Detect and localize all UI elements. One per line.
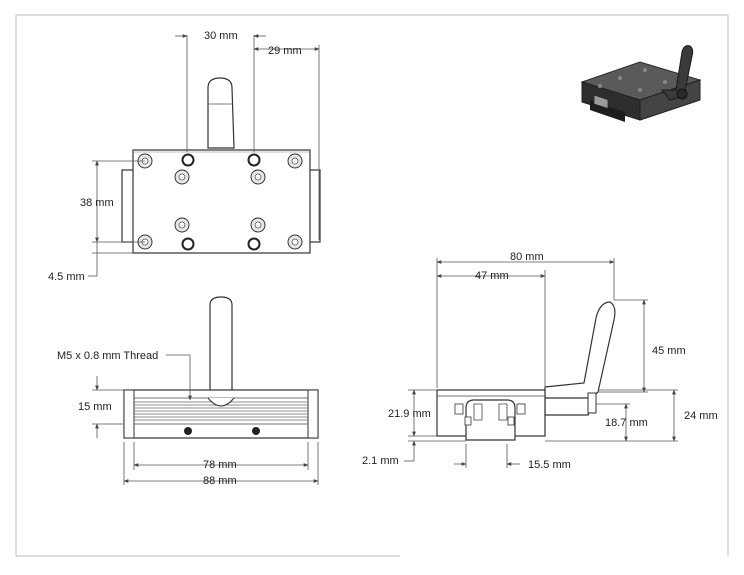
side-view: 80 mm 47 mm 45 mm 21.9 mm 2.1 mm 24 mm 1… xyxy=(362,251,718,471)
dim-88: 88 mm xyxy=(203,475,237,487)
dim-15: 15 mm xyxy=(78,401,112,413)
set-screw-right xyxy=(252,427,260,435)
left-tab xyxy=(121,169,135,243)
dim-15-5: 15.5 mm xyxy=(528,459,571,471)
dim-45: 45 mm xyxy=(652,345,686,357)
dim-4-5: 4.5 mm xyxy=(48,271,85,283)
front-lever xyxy=(209,296,233,393)
top-plate xyxy=(132,149,311,254)
dim-30: 30 mm xyxy=(204,30,238,42)
side-lever xyxy=(544,301,616,403)
dim-18-7: 18.7 mm xyxy=(605,417,648,429)
dim-47: 47 mm xyxy=(475,270,509,282)
dim-38: 38 mm xyxy=(80,197,114,209)
drawing-frame xyxy=(15,14,729,557)
isometric-preview xyxy=(580,45,702,122)
dim-2-1: 2.1 mm xyxy=(362,455,399,467)
top-view: 30 mm 29 mm 38 mm 4.5 mm xyxy=(48,30,321,283)
dim-24: 24 mm xyxy=(684,410,718,422)
thread-label: M5 x 0.8 mm Thread xyxy=(57,350,158,362)
dim-78: 78 mm xyxy=(203,459,237,471)
dim-80: 80 mm xyxy=(510,251,544,263)
front-view: M5 x 0.8 mm Thread 15 mm 78 mm 88 mm xyxy=(57,296,319,487)
lever-knob xyxy=(207,77,235,149)
set-screw-left xyxy=(184,427,192,435)
dim-21-9: 21.9 mm xyxy=(388,408,431,420)
iso-lever xyxy=(660,45,694,101)
dim-29: 29 mm xyxy=(268,45,302,57)
